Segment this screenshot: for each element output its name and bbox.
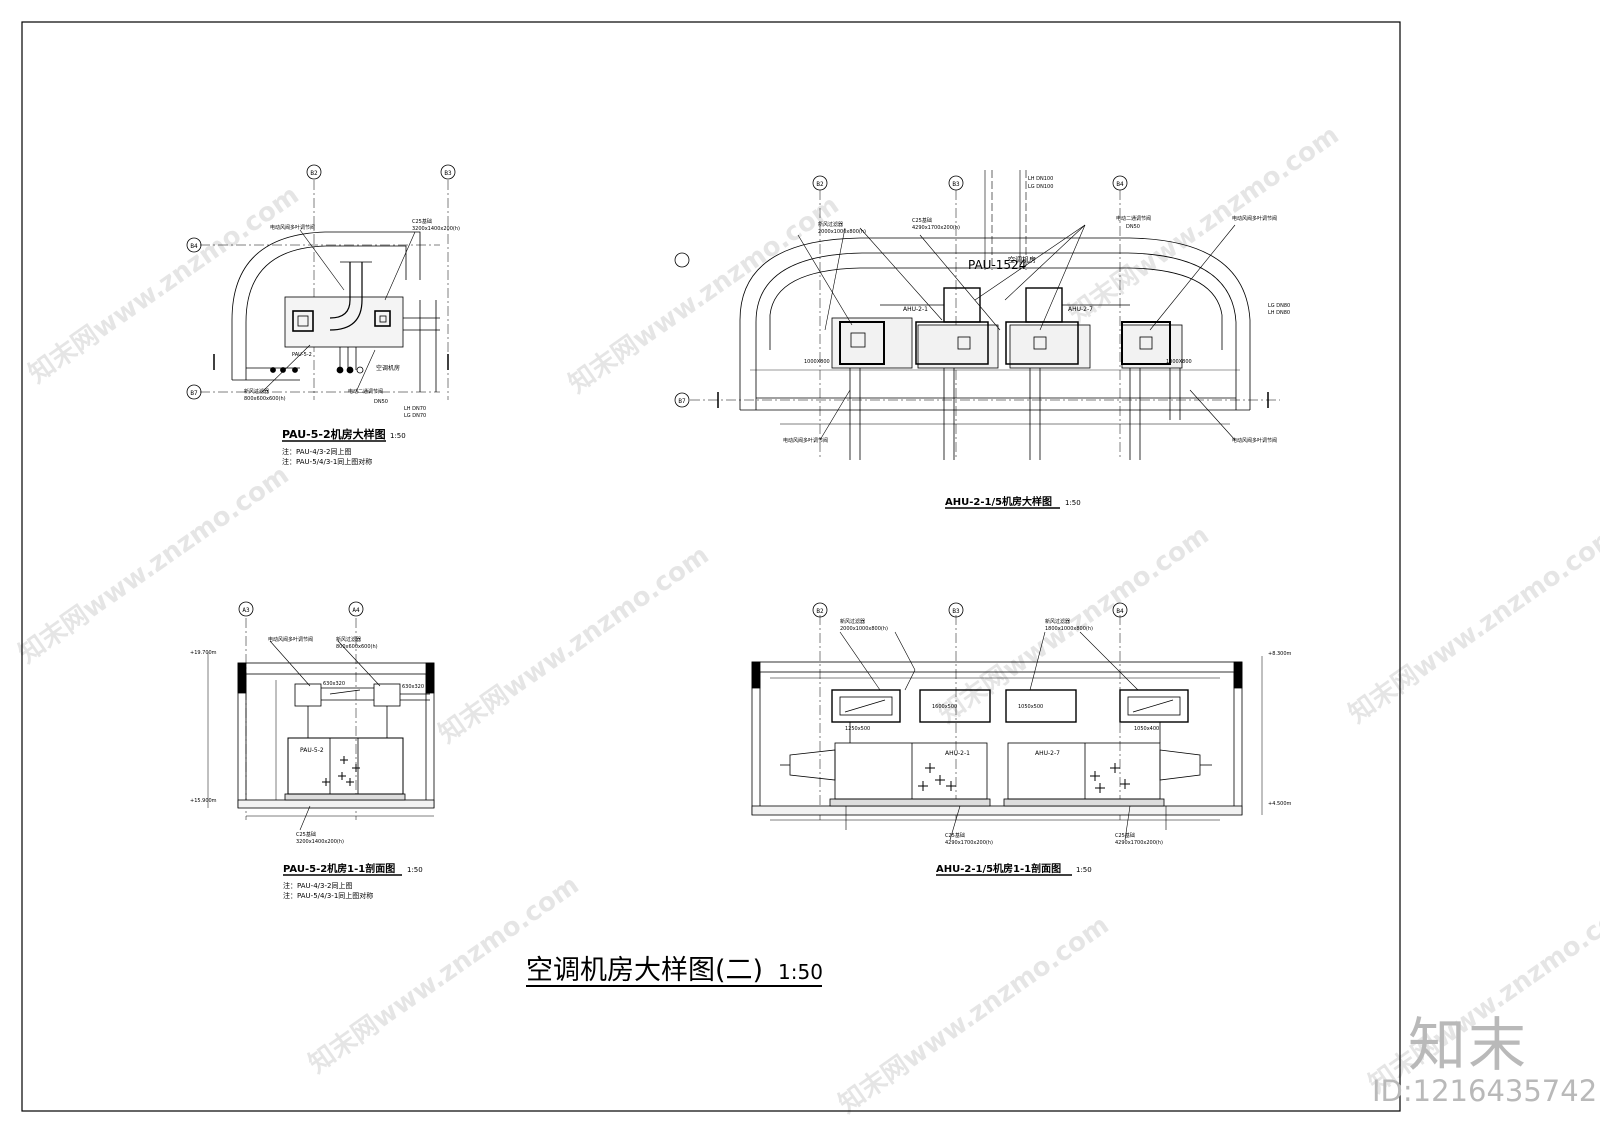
duct-size: 1600x500 xyxy=(932,704,957,710)
view-scale: 1:50 xyxy=(407,866,423,874)
duct-size: 1250x500 xyxy=(845,726,870,732)
level: +4.500m xyxy=(1268,801,1292,807)
sheet-title: 空调机房大样图(二) xyxy=(526,955,763,986)
annotation: 新风过滤器 xyxy=(840,618,865,625)
annotation: C25基础 xyxy=(296,831,316,838)
duct-size: 630x320 xyxy=(402,684,424,690)
annotation: 电动风阀多叶调节阀 xyxy=(1232,437,1277,444)
unit-label: PAU-5-2 xyxy=(300,747,324,754)
level: +8.300m xyxy=(1268,651,1292,657)
axis-label: B3 xyxy=(952,181,960,188)
note: 注：PAU-4/3-2同上图 xyxy=(282,447,351,456)
annotation: 3200x1400x200(h) xyxy=(412,226,460,232)
axis-label: A4 xyxy=(352,607,360,614)
duct-size: 1000X800 xyxy=(1166,359,1192,365)
axis-label: B2 xyxy=(310,170,318,177)
unit-label: AHU-2-7 xyxy=(1035,750,1060,757)
unit-label: AHU-2-7 xyxy=(1068,306,1093,313)
annotation: 4290x1700x200(h) xyxy=(912,225,960,231)
axis-label: B4 xyxy=(1116,608,1124,615)
pipe-tag: LG DN100 xyxy=(1028,184,1053,190)
annotation: 3200x1400x200(h) xyxy=(296,839,344,845)
annotation: 2000x1000x800(h) xyxy=(818,229,866,235)
annotation: 800x600x600(h) xyxy=(244,396,286,402)
annotation: DN50 xyxy=(1126,224,1140,230)
brand-logo: 知末 xyxy=(1408,1011,1529,1079)
room-code: PAU-1524 xyxy=(968,258,1026,272)
view-scale: 1:50 xyxy=(390,432,406,440)
unit-label: AHU-2-1 xyxy=(945,750,970,757)
annotation: 新风过滤器 xyxy=(336,636,361,643)
ahu-section-text: B2 B3 B4 新风过滤器 2000x1000x800(h) 新风过滤器 18… xyxy=(816,608,1292,876)
axis-label: B7 xyxy=(678,398,686,405)
ahu-plan-view xyxy=(674,170,1280,460)
annotation: 新风过滤器 xyxy=(818,221,843,228)
axis-label: B2 xyxy=(816,181,824,188)
annotation: C25基础 xyxy=(1115,832,1135,839)
unit-label: PAU-5-2 xyxy=(292,352,312,358)
annotation: DN50 xyxy=(374,399,388,405)
sheet-border xyxy=(21,21,1401,1112)
view-title: PAU-5-2机房1-1剖面图 xyxy=(283,862,395,875)
note: 注：PAU-4/3-2同上图 xyxy=(283,881,352,890)
annotation: 电动风阀多叶调节阀 xyxy=(268,636,313,643)
duct-size: 1050x500 xyxy=(1018,704,1043,710)
axis-label: B3 xyxy=(952,608,960,615)
annotation: 1800x1000x800(h) xyxy=(1045,626,1093,632)
axis-label: B2 xyxy=(816,608,824,615)
duct-size: 630x320 xyxy=(323,681,345,687)
room-label: 空调机房 xyxy=(376,364,400,372)
level: +19.700m xyxy=(190,650,217,656)
annotation: C25基础 xyxy=(945,832,965,839)
duct-size: 1000X800 xyxy=(804,359,830,365)
ahu-section-view xyxy=(751,602,1263,841)
axis-label: A3 xyxy=(242,607,250,614)
annotation: 电动二通调节阀 xyxy=(348,388,383,395)
annotation: C25基础 xyxy=(412,218,432,225)
annotation: 电动风阀多叶调节阀 xyxy=(1232,215,1277,222)
view-title: AHU-2-1/5机房1-1剖面图 xyxy=(936,862,1061,875)
unit-label: AHU-2-1 xyxy=(903,306,928,313)
annotation: 电动风阀多叶调节阀 xyxy=(270,224,315,231)
annotation: 4290x1700x200(h) xyxy=(1115,840,1163,846)
annotation: 新风过滤器 xyxy=(1045,618,1070,625)
pau-section-text: A3 A4 电动风阀多叶调节阀 新风过滤器 800x600x600(h) C25… xyxy=(190,607,424,900)
annotation: 电动风阀多叶调节阀 xyxy=(783,437,828,444)
annotation: C25基础 xyxy=(912,217,932,224)
view-title: PAU-5-2机房大样图 xyxy=(282,427,386,441)
level: +15.900m xyxy=(190,798,217,804)
pau-plan-text: B2 B3 B4 B7 电动风阀多叶调节阀 C25基础 3200x1400x20… xyxy=(190,170,460,466)
pipe-tag: LH DN80 xyxy=(1268,310,1290,316)
ahu-plan-text: B2 B3 B4 B7 新风过滤器 2000x1000x800(h) C25基础… xyxy=(678,176,1290,509)
annotation: 4290x1700x200(h) xyxy=(945,840,993,846)
view-title: AHU-2-1/5机房大样图 xyxy=(945,495,1052,508)
pau-plan-view xyxy=(186,164,456,400)
annotation: 800x600x600(h) xyxy=(336,644,378,650)
pipe-tag: LG DN70 xyxy=(404,413,426,419)
note: 注：PAU-5/4/3-1同上图对称 xyxy=(282,457,372,466)
brand-id: ID:1216435742 xyxy=(1372,1074,1598,1108)
annotation: 电动二通调节阀 xyxy=(1116,215,1151,222)
sheet-title-block: 空调机房大样图(二) 1:50 xyxy=(526,955,823,987)
pipe-tag: LH DN70 xyxy=(404,406,426,412)
pipe-tag: LG DN80 xyxy=(1268,303,1290,309)
axis-label: B3 xyxy=(444,170,452,177)
duct-size: 1050x400 xyxy=(1134,726,1159,732)
pipe-tag: LH DN100 xyxy=(1028,176,1053,182)
note: 注：PAU-5/4/3-1同上图对称 xyxy=(283,891,373,900)
axis-label: B4 xyxy=(190,243,198,250)
view-scale: 1:50 xyxy=(1076,866,1092,874)
view-scale: 1:50 xyxy=(1065,499,1081,507)
room-label: 空调机房 xyxy=(1008,255,1036,264)
pau-section-view xyxy=(207,601,435,831)
axis-label: B7 xyxy=(190,390,198,397)
axis-label: B4 xyxy=(1116,181,1124,188)
annotation: 2000x1000x800(h) xyxy=(840,626,888,632)
annotation: 新风过滤器 xyxy=(244,388,269,395)
sheet-scale: 1:50 xyxy=(778,960,823,984)
